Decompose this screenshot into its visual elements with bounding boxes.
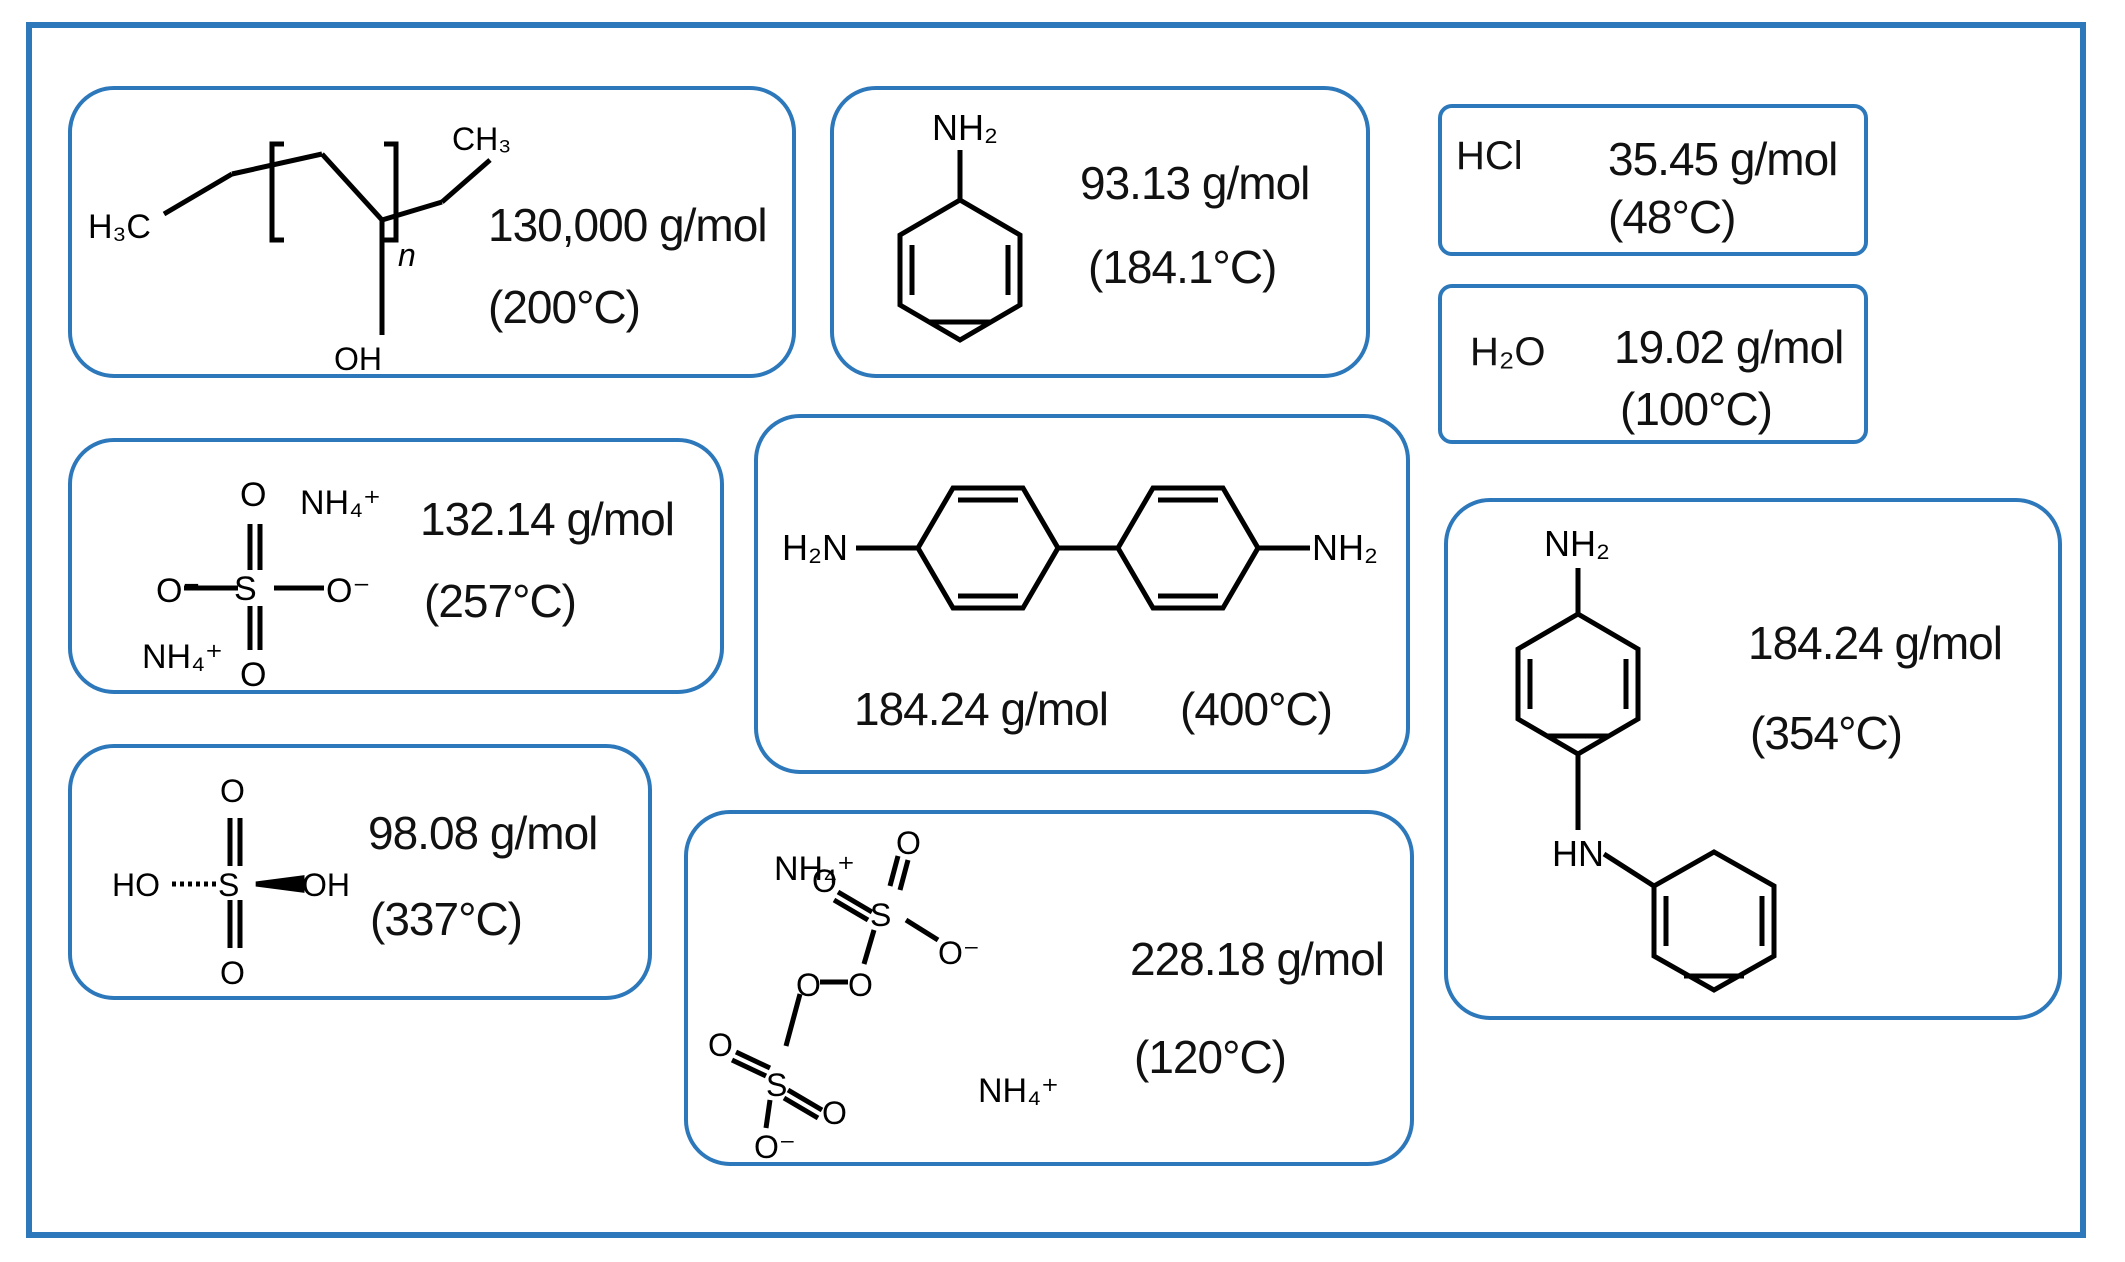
persulfate-o6: O xyxy=(708,1027,733,1063)
benzidine-structure: H₂N NH₂ xyxy=(782,485,1378,611)
benzidine-temp: (400°C) xyxy=(1180,683,1333,735)
sulfuric-acid-structure: O O S HO OH xyxy=(112,773,350,991)
pva-structure: H₃C CH₃ n OH xyxy=(88,121,511,377)
sulfuric-ho-label: HO xyxy=(112,867,160,903)
sulfuric-acid-temp: (337°C) xyxy=(370,893,523,945)
sulfuric-o-bottom: O xyxy=(220,955,245,991)
compound-card-water: H₂O 19.02 g/mol (100°C) xyxy=(1438,284,1868,444)
pva-n-subscript: n xyxy=(398,237,416,273)
ammonium-sulfate-mass: 132.14 g/mol xyxy=(420,493,675,545)
hcl-temp: (48°C) xyxy=(1608,191,1736,243)
sulfate-nh4-top: NH₄⁺ xyxy=(300,484,381,522)
ammonium-persulfate-structure: O O S O⁻ O O O S O O⁻ NH₄⁺ NH₄⁺ xyxy=(708,825,1059,1165)
adpa-hn-label: HN xyxy=(1552,833,1604,874)
aniline-mass: 93.13 g/mol xyxy=(1080,157,1310,209)
sulfate-o-bottom: O xyxy=(240,656,266,694)
aniline-temp: (184.1°C) xyxy=(1088,241,1277,293)
ammonium-sulfate-structure: O O S O⁻ O⁻ NH₄⁺ NH₄⁺ xyxy=(142,476,381,694)
persulfate-o8: O⁻ xyxy=(754,1129,796,1165)
sulfuric-oh-label: OH xyxy=(302,867,350,903)
pva-ch3-label: CH₃ xyxy=(452,121,511,157)
pva-mass: 130,000 g/mol xyxy=(488,199,768,251)
compound-card-aniline: NH₂ 93.13 g/mol (184.1°C) xyxy=(830,86,1370,378)
pva-h3c-label: H₃C xyxy=(88,208,151,246)
benzidine-h2n-label: H₂N xyxy=(782,527,848,568)
water-formula: H₂O xyxy=(1470,330,1546,374)
persulfate-o4: O xyxy=(848,967,873,1003)
compound-card-aminodiphenylamine: NH₂ HN 184.24 g/mol (354°C) xyxy=(1444,498,2062,1020)
benzidine-nh2-label: NH₂ xyxy=(1312,527,1378,568)
persulfate-o5: O xyxy=(796,967,821,1003)
sulfuric-acid-mass: 98.08 g/mol xyxy=(368,807,598,859)
aniline-structure: NH₂ xyxy=(897,107,1023,343)
compound-card-ammonium-sulfate: O O S O⁻ O⁻ NH₄⁺ NH₄⁺ 132.14 g/mol (257°… xyxy=(68,438,724,694)
sulfuric-o-top: O xyxy=(220,773,245,809)
water-mass: 19.02 g/mol xyxy=(1614,321,1844,373)
ammonium-sulfate-temp: (257°C) xyxy=(424,575,577,627)
pva-temp: (200°C) xyxy=(488,281,641,333)
sulfate-o-top: O xyxy=(240,476,266,514)
adpa-nh2-label: NH₂ xyxy=(1544,523,1610,564)
diagram-frame xyxy=(26,22,2086,1238)
persulfate-s1: S xyxy=(870,897,891,933)
aminodiphenylamine-structure: NH₂ HN xyxy=(1515,523,1777,993)
hcl-mass: 35.45 g/mol xyxy=(1608,133,1838,185)
sulfate-nh4-bottom: NH₄⁺ xyxy=(142,638,223,676)
persulfate-nh4-top: NH₄⁺ xyxy=(774,850,855,888)
sulfate-s: S xyxy=(234,570,257,608)
ammonium-persulfate-mass: 228.18 g/mol xyxy=(1130,933,1385,985)
persulfate-o3: O⁻ xyxy=(938,935,980,971)
persulfate-o7: O xyxy=(822,1095,847,1131)
sulfuric-s: S xyxy=(218,867,239,903)
persulfate-o1: O xyxy=(896,825,921,861)
sulfate-o-left: O⁻ xyxy=(156,572,200,610)
hcl-formula: HCl xyxy=(1456,134,1523,178)
sulfate-o-right: O⁻ xyxy=(326,572,370,610)
ammonium-persulfate-temp: (120°C) xyxy=(1134,1031,1287,1083)
persulfate-s2: S xyxy=(766,1067,787,1103)
water-temp: (100°C) xyxy=(1620,383,1773,435)
compound-card-benzidine: H₂N NH₂ 184.24 g/mol (400°C) xyxy=(754,414,1410,774)
aminodiphenylamine-temp: (354°C) xyxy=(1750,707,1903,759)
compound-card-pva: H₃C CH₃ n OH 130,000 g/mol (200°C) xyxy=(68,86,796,378)
compound-card-ammonium-persulfate: O O S O⁻ O O O S O O⁻ NH₄⁺ NH₄⁺ 228.18 g… xyxy=(684,810,1414,1166)
benzidine-mass: 184.24 g/mol xyxy=(854,683,1109,735)
aniline-nh2-label: NH₂ xyxy=(932,107,998,148)
compound-card-hcl: HCl 35.45 g/mol (48°C) xyxy=(1438,104,1868,256)
persulfate-nh4-bottom: NH₄⁺ xyxy=(978,1072,1059,1110)
persulfate-o2: O xyxy=(812,863,837,899)
aminodiphenylamine-mass: 184.24 g/mol xyxy=(1748,617,2003,669)
pva-oh-label: OH xyxy=(334,341,382,377)
compound-card-sulfuric-acid: O O S HO OH 98.08 g/mol (337°C) xyxy=(68,744,652,1000)
